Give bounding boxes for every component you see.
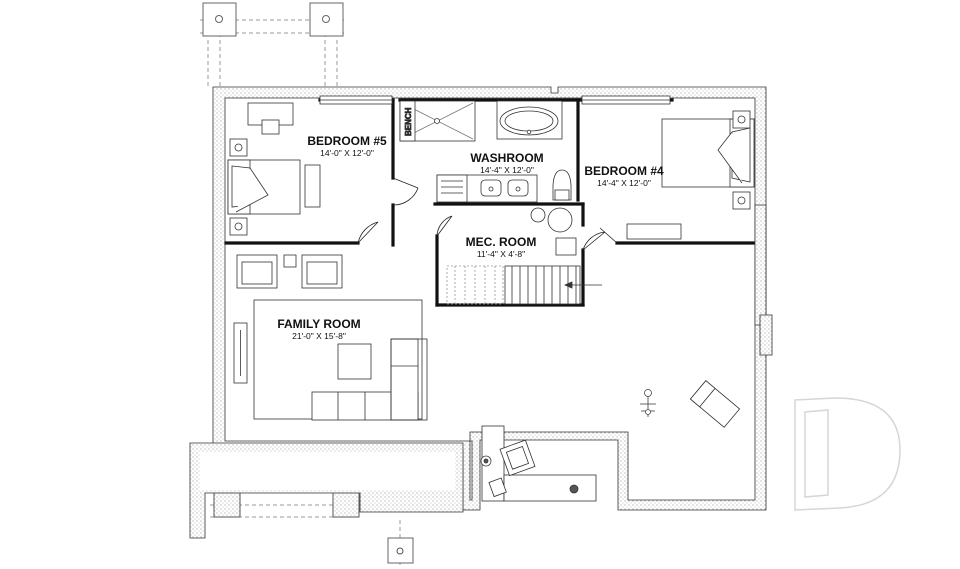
porch-post xyxy=(332,492,360,518)
chaise-lounge xyxy=(689,380,741,428)
desk-chair xyxy=(261,119,280,135)
room-labels: BEDROOM #5 14'-0" X 12'-0" WASHROOM 14'-… xyxy=(277,134,664,341)
dresser xyxy=(626,223,682,240)
window xyxy=(319,95,671,105)
stair-dashed xyxy=(446,265,504,305)
room-name-washroom: WASHROOM xyxy=(470,151,543,165)
dresser xyxy=(304,164,321,208)
room-name-bedroom4: BEDROOM #4 xyxy=(584,164,664,178)
room-dims-family-room: 21'-0" X 15'-8" xyxy=(292,331,346,341)
bedroom4-furniture xyxy=(626,110,755,240)
room-dims-bedroom4: 14'-4" X 12'-0" xyxy=(597,178,651,188)
coffee-table xyxy=(337,343,372,380)
desk xyxy=(503,474,597,502)
room-name-mec-room: MEC. ROOM xyxy=(466,235,537,249)
armchair xyxy=(301,254,343,289)
bottom-porch xyxy=(189,442,464,565)
room-dims-washroom: 14'-4" X 12'-0" xyxy=(480,165,534,175)
water-tank xyxy=(547,207,573,233)
bench xyxy=(399,100,416,142)
porch-post xyxy=(202,2,344,37)
bedroom5-furniture xyxy=(227,102,321,236)
office-furniture xyxy=(480,380,741,502)
bench-label: BENCH xyxy=(404,107,413,136)
office-chair xyxy=(499,439,536,477)
lamp xyxy=(569,484,579,494)
room-name-family-room: FAMILY ROOM xyxy=(277,317,360,331)
watermark-logo xyxy=(794,397,901,511)
porch-post xyxy=(387,537,414,564)
furnace xyxy=(555,237,577,256)
family-room-furniture xyxy=(233,254,428,421)
stairs xyxy=(504,265,602,305)
armchair xyxy=(236,254,278,289)
mec-room-equipment xyxy=(446,207,602,305)
door-swing xyxy=(357,177,618,251)
porch-post xyxy=(213,492,241,518)
sectional-sofa xyxy=(311,338,428,421)
coat-rack xyxy=(640,389,656,417)
washroom-fixtures: BENCH xyxy=(399,100,572,203)
side-table xyxy=(283,254,297,268)
room-dims-bedroom5: 14'-0" X 12'-0" xyxy=(320,148,374,158)
room-dims-mec-room: 11'-4" X 4'-8" xyxy=(477,249,525,259)
room-name-bedroom5: BEDROOM #5 xyxy=(307,134,387,148)
laptop xyxy=(488,477,507,498)
water-tank xyxy=(530,207,546,223)
